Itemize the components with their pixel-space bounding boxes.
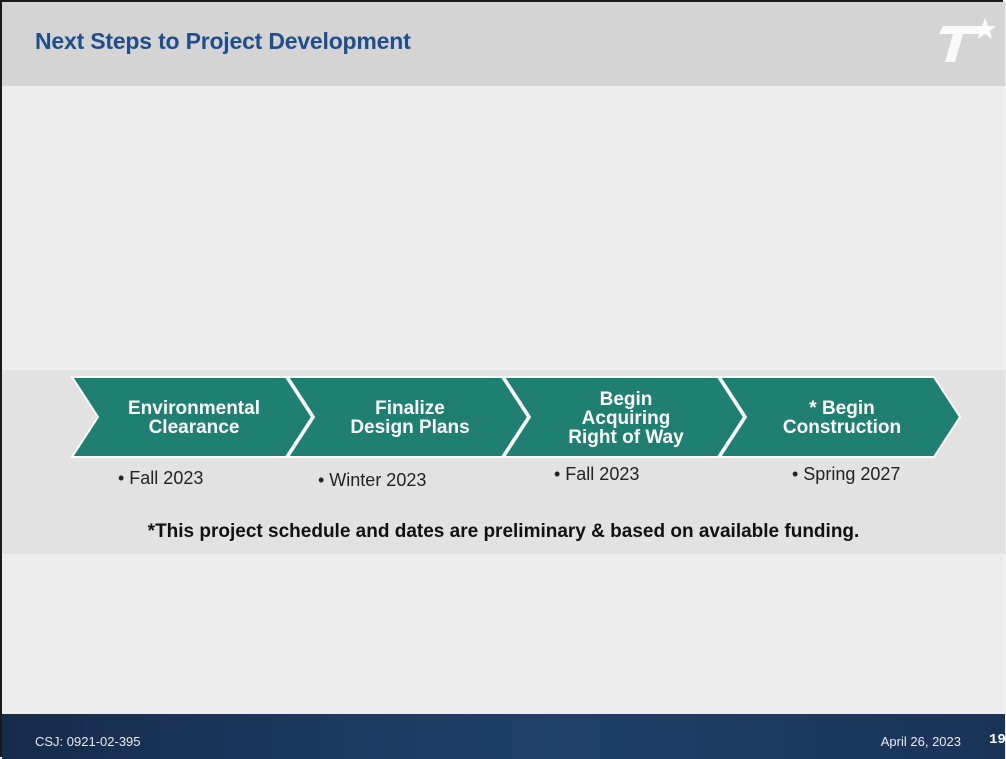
step-label-line: Design Plans — [350, 417, 470, 438]
slide-footer: CSJ: 0921-02-395 April 26, 2023 19 — [2, 714, 1006, 759]
chevron-step-3 — [502, 376, 746, 458]
step-label-line: Clearance — [148, 417, 240, 438]
step-date-1: • Fall 2023 — [118, 468, 204, 488]
step-label-line: Environmental — [128, 398, 260, 419]
chevron-step-1 — [70, 376, 314, 458]
step-label-line: Right of Way — [568, 426, 684, 448]
step-label-line: Finalize — [375, 398, 445, 419]
slide-header: Next Steps to Project Development — [2, 2, 1005, 86]
chevron-step-2 — [286, 376, 530, 458]
chevron-step-4 — [718, 376, 962, 458]
schedule-note: *This project schedule and dates are pre… — [147, 521, 860, 542]
slide-title: Next Steps to Project Development — [35, 28, 411, 54]
step-label-line: Acquiring — [581, 407, 671, 429]
page-number: 19 — [989, 732, 1006, 748]
csj-number: CSJ: 0921-02-395 — [35, 734, 141, 749]
footer-date: April 26, 2023 — [880, 734, 961, 749]
step-label-line: Begin — [599, 388, 653, 410]
step-label-line: Construction — [782, 417, 902, 438]
step-date-2: • Winter 2023 — [318, 470, 427, 490]
step-date-4: • Spring 2027 — [792, 464, 901, 484]
step-date-3: • Fall 2023 — [554, 464, 640, 484]
star-logo-icon — [939, 18, 996, 62]
step-label-line: * Begin — [809, 398, 875, 419]
